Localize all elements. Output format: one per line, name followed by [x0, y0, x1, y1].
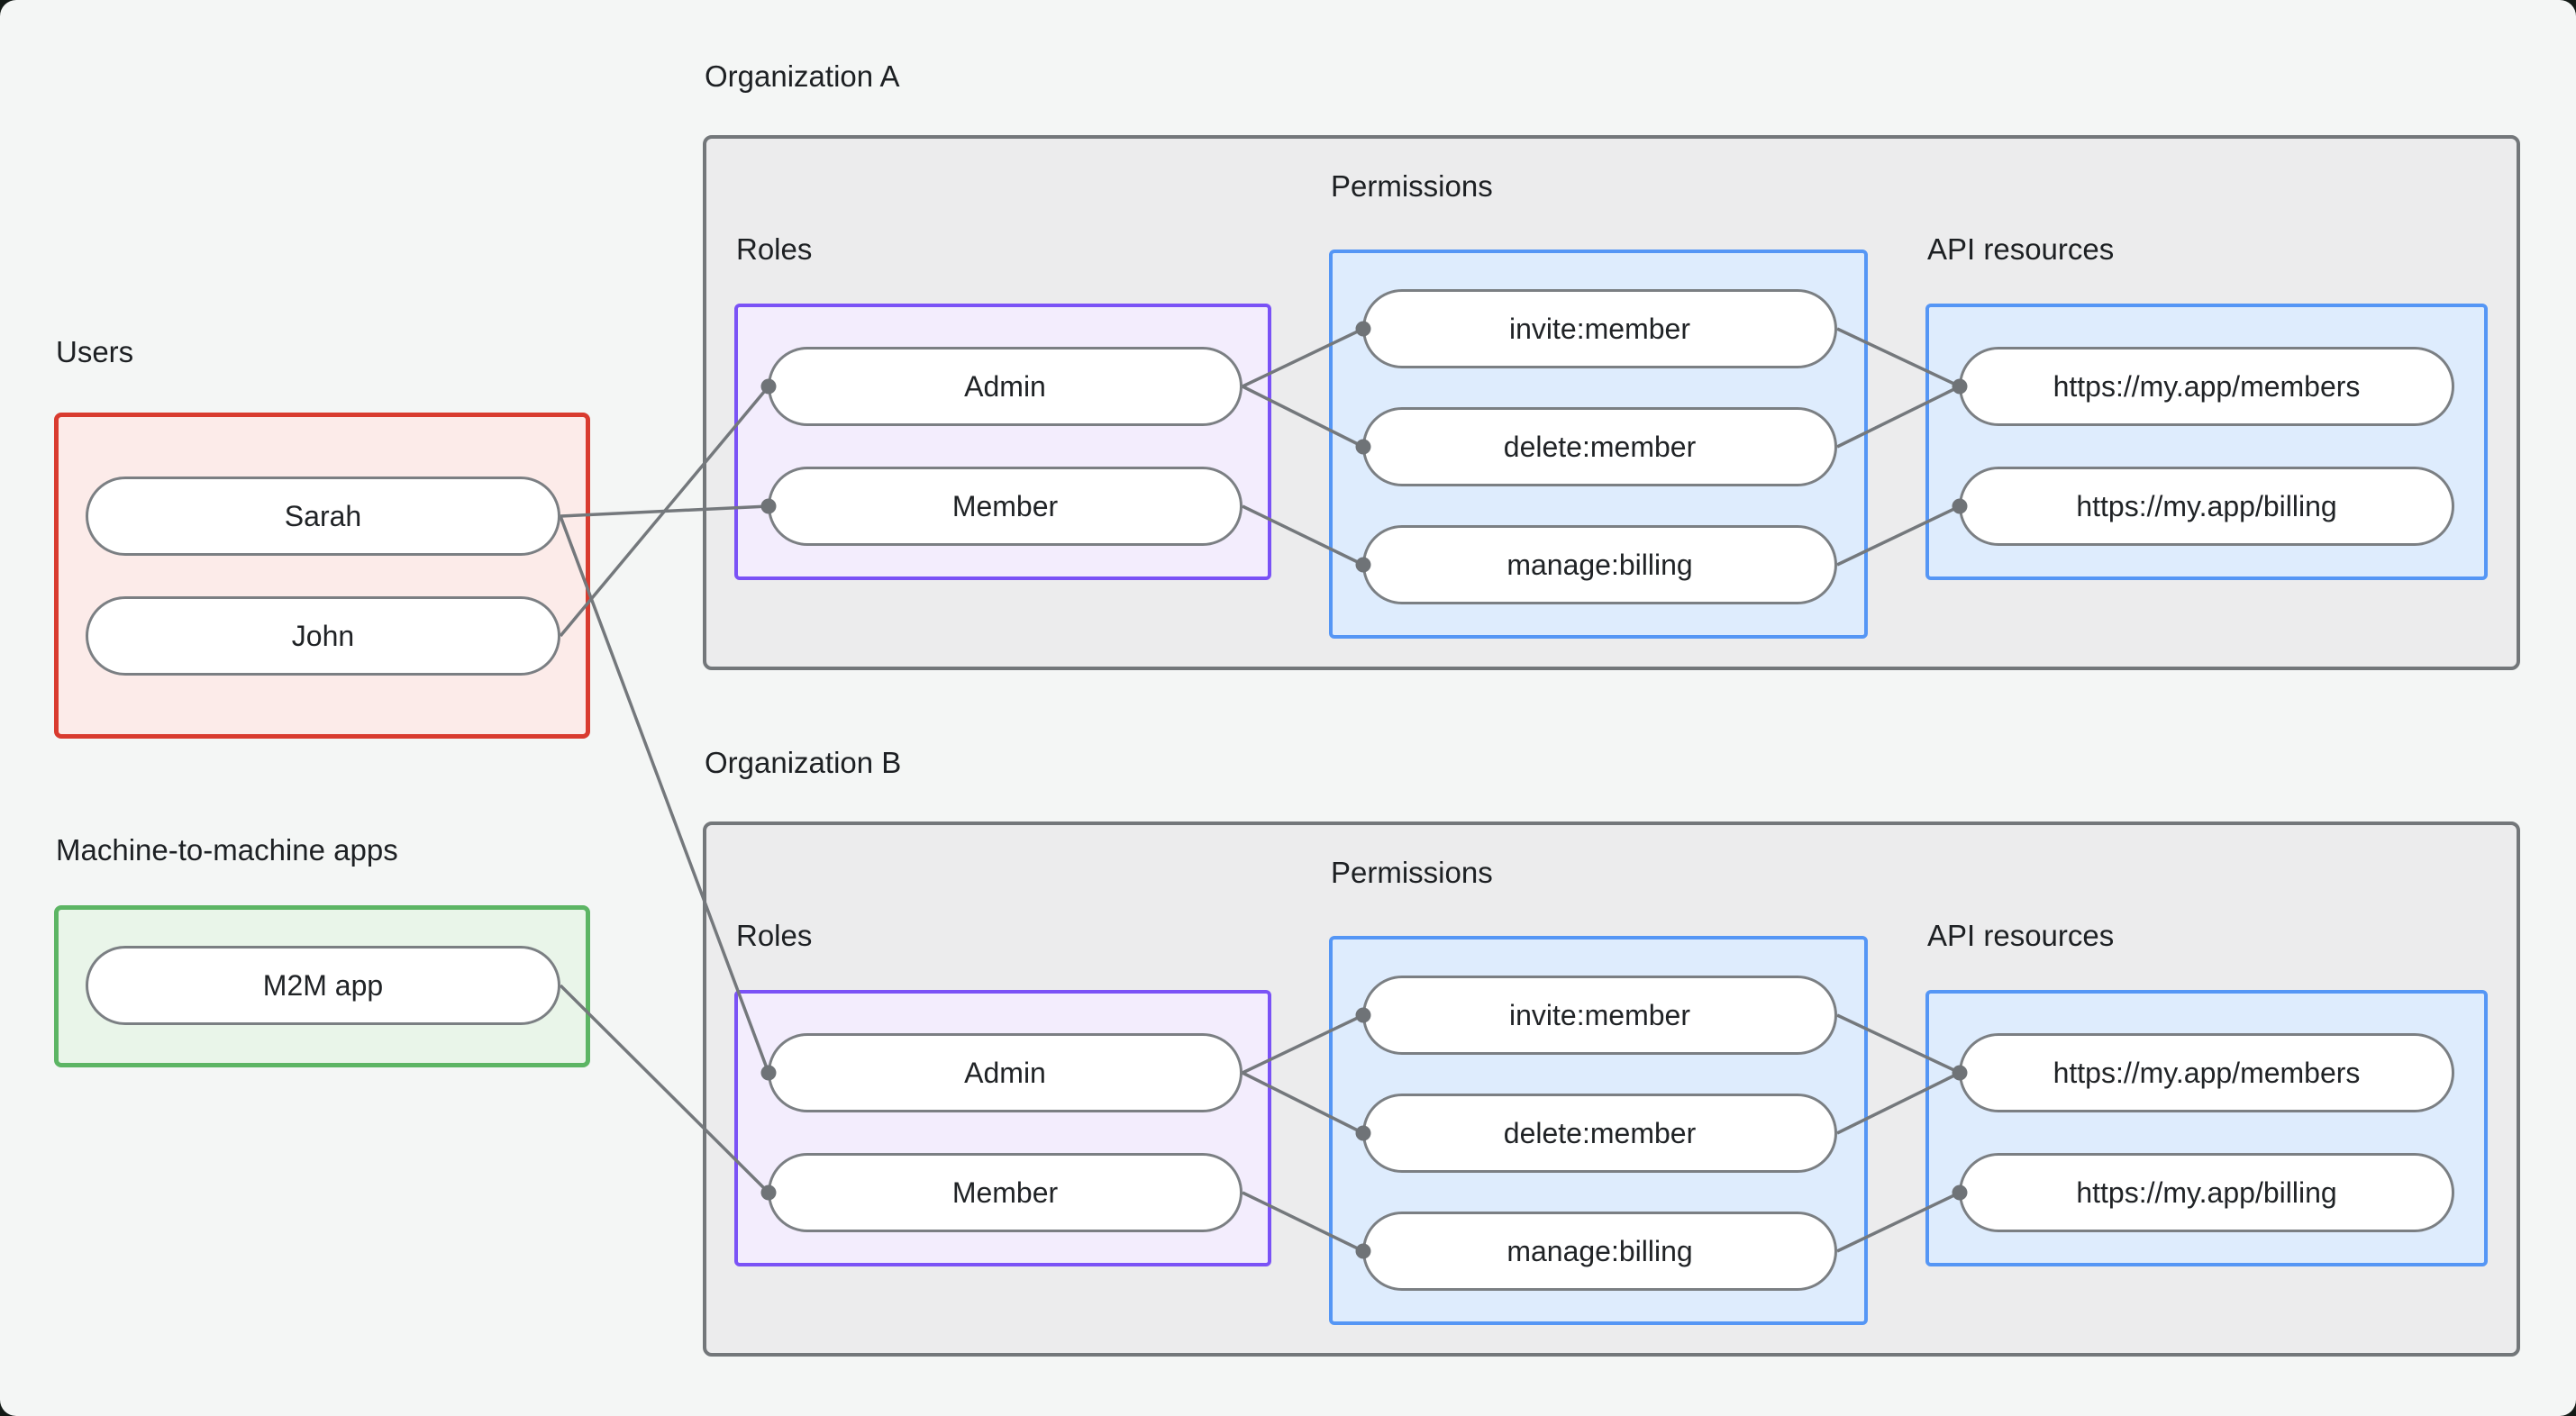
node-org-a-api-members: https://my.app/members [1959, 347, 2454, 426]
edge-sarah-to-orgb-admin [559, 515, 770, 1074]
node-label: Admin [964, 369, 1046, 403]
node-label: https://my.app/members [2053, 1056, 2361, 1089]
org-b-permissions-label: Permissions [1331, 856, 1493, 889]
node-org-a-perm-manage: manage:billing [1362, 525, 1837, 604]
edge-orga-admin-to-delete [1242, 385, 1364, 449]
node-label: invite:member [1509, 998, 1690, 1031]
node-label: John [291, 619, 355, 652]
node-org-b-perm-delete: delete:member [1362, 1094, 1837, 1173]
node-label: Member [951, 489, 1059, 522]
edge-orgb-admin-to-delete [1242, 1071, 1364, 1135]
edge-orgb-delete-to-members [1836, 1071, 1961, 1135]
node-label: https://my.app/billing [2076, 1175, 2337, 1209]
edge-orga-invite-to-members [1836, 327, 1961, 388]
node-org-a-role-member: Member [768, 467, 1242, 546]
node-label: invite:member [1509, 312, 1690, 345]
node-org-b-perm-manage: manage:billing [1362, 1212, 1837, 1291]
node-label: delete:member [1503, 1116, 1697, 1149]
m2m-group-label: Machine-to-machine apps [56, 833, 398, 867]
node-label: Sarah [284, 499, 362, 532]
edge-orgb-member-to-manage [1242, 1191, 1364, 1253]
node-org-a-api-billing: https://my.app/billing [1959, 467, 2454, 546]
users-group-label: Users [56, 335, 134, 368]
node-org-a-role-admin: Admin [768, 347, 1242, 426]
org-a-permissions-label: Permissions [1331, 169, 1493, 203]
node-label: M2M app [262, 968, 384, 1002]
edge-orga-delete-to-members [1836, 385, 1961, 449]
node-user-john: John [86, 596, 560, 676]
node-label: manage:billing [1506, 548, 1693, 581]
org-a-api-label: API resources [1927, 232, 2115, 266]
org-b-title: Organization B [705, 746, 902, 779]
edge-orgb-manage-to-billing [1836, 1191, 1961, 1253]
node-org-b-role-member: Member [768, 1153, 1242, 1232]
node-org-b-api-billing: https://my.app/billing [1959, 1153, 2454, 1232]
node-label: https://my.app/billing [2076, 489, 2337, 522]
node-label: delete:member [1503, 430, 1697, 463]
node-org-b-api-members: https://my.app/members [1959, 1033, 2454, 1112]
node-label: https://my.app/members [2053, 369, 2361, 403]
node-user-sarah: Sarah [86, 477, 560, 556]
node-label: Member [951, 1175, 1059, 1209]
edge-orga-member-to-manage [1242, 504, 1364, 567]
org-a-title: Organization A [705, 59, 900, 93]
node-label: manage:billing [1506, 1234, 1693, 1267]
org-a-roles-label: Roles [736, 232, 813, 266]
edge-orga-admin-to-invite [1242, 327, 1364, 388]
org-b-api-label: API resources [1927, 919, 2115, 952]
users-group-box [54, 413, 590, 739]
edge-m2m-to-orgb-member [559, 984, 770, 1194]
edge-john-to-orga-admin [559, 385, 770, 638]
node-org-b-role-admin: Admin [768, 1033, 1242, 1112]
edge-orgb-admin-to-invite [1242, 1013, 1364, 1075]
node-m2m-app: M2M app [86, 946, 560, 1025]
node-org-b-perm-invite: invite:member [1362, 976, 1837, 1055]
org-b-roles-label: Roles [736, 919, 813, 952]
node-org-a-perm-delete: delete:member [1362, 407, 1837, 486]
node-label: Admin [964, 1056, 1046, 1089]
edge-orgb-invite-to-members [1836, 1013, 1961, 1075]
edge-orga-manage-to-billing [1836, 504, 1961, 567]
node-org-a-perm-invite: invite:member [1362, 289, 1837, 368]
